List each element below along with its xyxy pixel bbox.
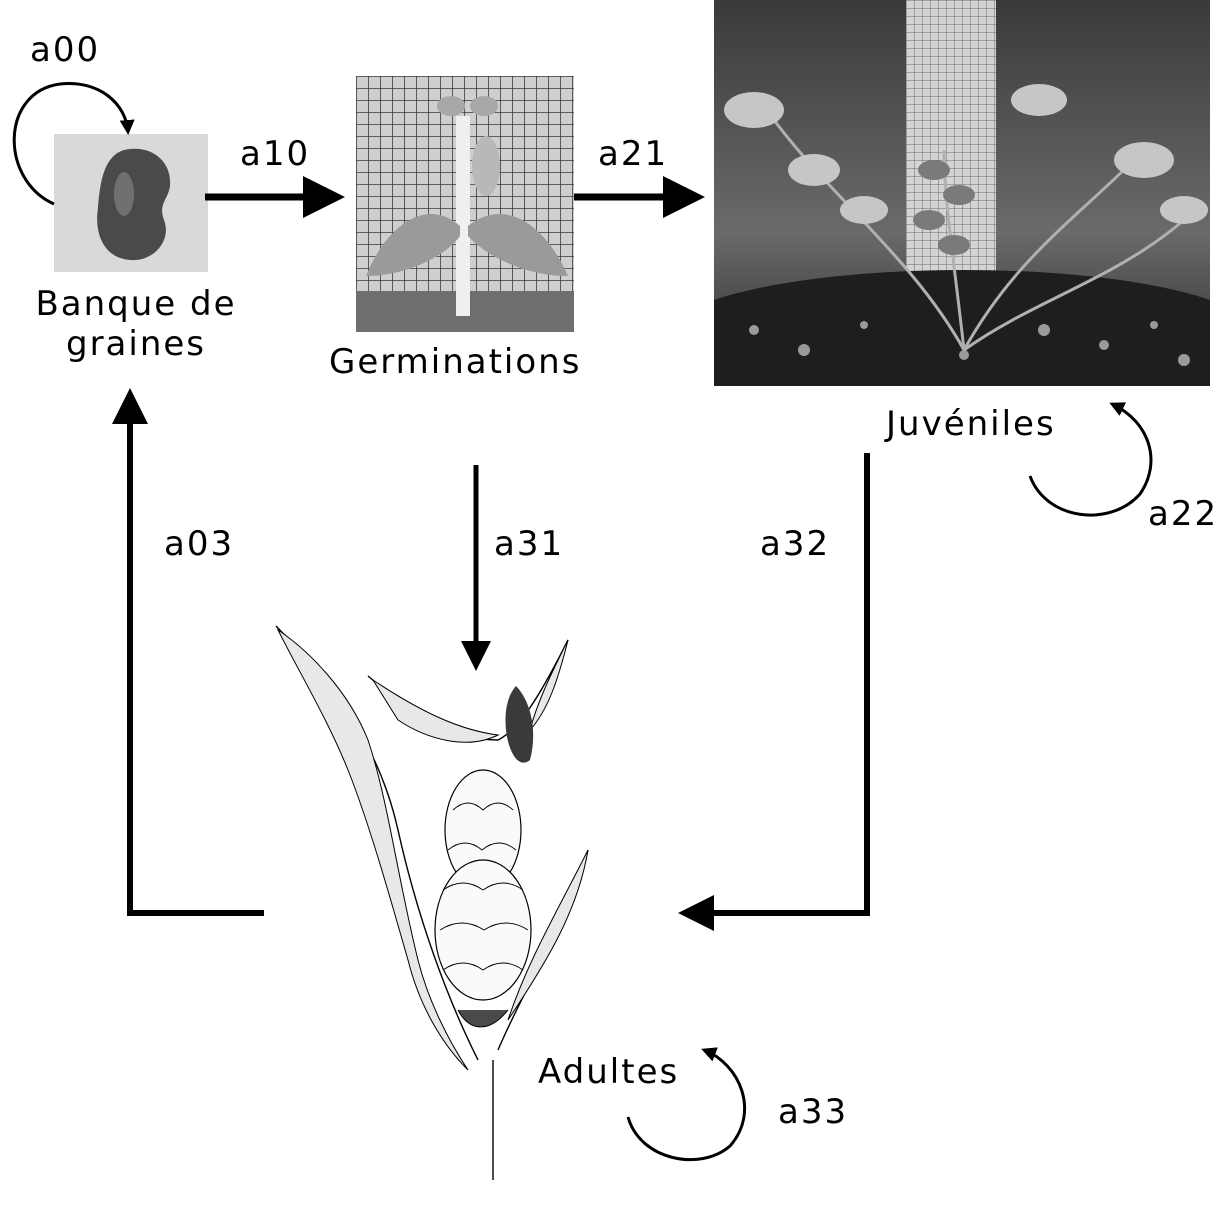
seed-bank-label-line1: Banque de bbox=[18, 284, 254, 324]
transition-a32-label: a32 bbox=[760, 524, 830, 564]
germinations-label: Germinations bbox=[329, 342, 581, 382]
transition-a21-label: a21 bbox=[598, 134, 668, 174]
loop-a00 bbox=[14, 84, 128, 204]
transition-a22-label: a22 bbox=[1148, 494, 1218, 534]
juveniles-label: Juvéniles bbox=[886, 404, 1056, 444]
transition-a31-label: a31 bbox=[494, 524, 564, 564]
transition-a00-label: a00 bbox=[30, 30, 100, 70]
transition-a33-label: a33 bbox=[778, 1092, 848, 1132]
arrow-a03 bbox=[130, 394, 264, 913]
seed-bank-label: Banque de graines bbox=[18, 284, 254, 364]
transition-a10-label: a10 bbox=[240, 134, 310, 174]
arrow-a32 bbox=[684, 453, 867, 913]
transition-a03-label: a03 bbox=[164, 524, 234, 564]
adults-label: Adultes bbox=[538, 1052, 679, 1092]
seed-bank-label-line2: graines bbox=[18, 324, 254, 364]
